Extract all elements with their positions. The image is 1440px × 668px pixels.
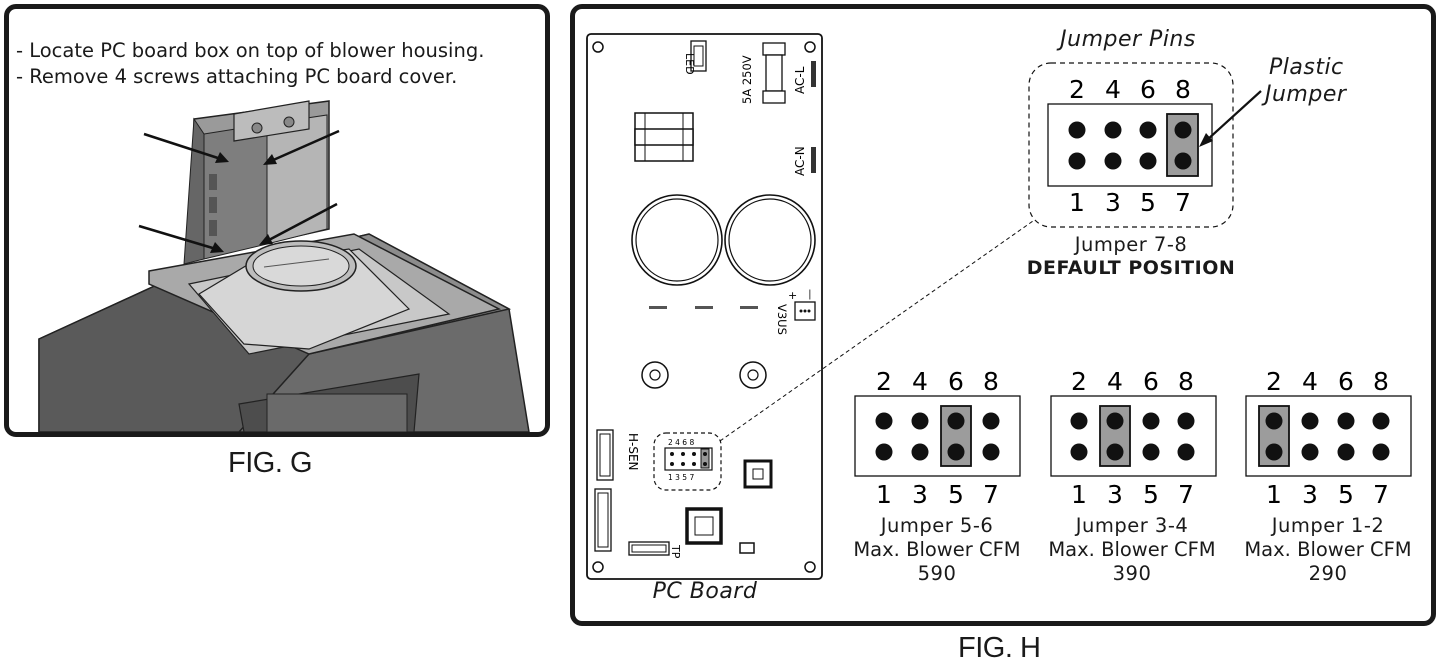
opt2-pin-7: 7 [1178, 480, 1194, 509]
pin-label-4: 4 [1105, 75, 1121, 104]
opt3-pin-8: 8 [1373, 367, 1389, 396]
pin-label-7: 7 [1175, 188, 1191, 217]
opt3-pin-6: 6 [1338, 367, 1354, 396]
option-5-6-cfm-value: 590 [917, 562, 957, 585]
jumper-option-5-6 [854, 395, 1021, 477]
opt3-pin-5: 5 [1338, 480, 1354, 509]
opt1-pin-8: 8 [983, 367, 999, 396]
opt1-pin-6: 6 [948, 367, 964, 396]
plastic-jumper-arrowhead [1199, 133, 1213, 147]
option-3-4-jumper: Jumper 3-4 [1075, 514, 1189, 537]
zoom-connector-line [719, 220, 1034, 442]
jumper-pins-default [1068, 121, 1192, 170]
option-3-4-cfm-value: 390 [1112, 562, 1152, 585]
option-1-2-cfm-value: 290 [1308, 562, 1348, 585]
label-ac-n: AC-N [793, 146, 807, 176]
pin-label-8: 8 [1175, 75, 1191, 104]
plastic-jumper-label-2: Jumper [1265, 82, 1347, 107]
label-fuse: 5A 250V [740, 55, 754, 104]
pc-board [586, 33, 823, 580]
opt1-pin-4: 4 [912, 367, 928, 396]
pc-board-label: PC Board [652, 579, 758, 604]
fig-h-panel: LED 5A 250V AC-L AC-N V3US + — H-SEN TP … [570, 4, 1436, 626]
opt1-pin-1: 1 [876, 480, 892, 509]
jumper-option-3-4 [1050, 395, 1217, 477]
plastic-jumper-label-1: Plastic [1269, 55, 1344, 80]
opt3-pin-7: 7 [1373, 480, 1389, 509]
opt3-pin-3: 3 [1302, 480, 1318, 509]
opt1-pin-3: 3 [912, 480, 928, 509]
label-small-jumper-top: 2 4 6 8 [668, 438, 694, 447]
pin-label-2: 2 [1069, 75, 1085, 104]
opt2-pin-8: 8 [1178, 367, 1194, 396]
opt2-pin-6: 6 [1143, 367, 1159, 396]
option-3-4-max-cfm-label: Max. Blower CFM [1048, 538, 1216, 561]
opt2-pin-5: 5 [1143, 480, 1159, 509]
instruction-line-2: - Remove 4 screws attaching PC board cov… [16, 65, 458, 88]
opt2-pin-2: 2 [1071, 367, 1087, 396]
option-1-2-max-cfm-label: Max. Blower CFM [1244, 538, 1412, 561]
opt2-pin-3: 3 [1107, 480, 1123, 509]
fig-g-caption: FIG. G [228, 447, 313, 479]
label-ac-l: AC-L [793, 66, 807, 94]
label-plus: + [788, 289, 797, 302]
default-jumper-caption: Jumper 7-8 [1074, 233, 1188, 256]
label-minus: — [804, 289, 817, 300]
pin-label-1: 1 [1069, 188, 1085, 217]
plastic-jumper-arrow [1206, 90, 1262, 141]
fig-h-diagram: LED 5A 250V AC-L AC-N V3US + — H-SEN TP … [586, 33, 1412, 580]
opt3-pin-1: 1 [1266, 480, 1282, 509]
pin-label-3: 3 [1105, 188, 1121, 217]
jumper-pins-title: Jumper Pins [1060, 27, 1196, 52]
pin-label-5: 5 [1140, 188, 1156, 217]
default-position-label: DEFAULT POSITION [1026, 257, 1236, 279]
label-led: LED [683, 53, 696, 75]
opt2-pin-1: 1 [1071, 480, 1087, 509]
option-5-6-jumper: Jumper 5-6 [880, 514, 994, 537]
label-h-sen: H-SEN [626, 433, 640, 471]
opt3-pin-4: 4 [1302, 367, 1318, 396]
pin-label-6: 6 [1140, 75, 1156, 104]
option-1-2-jumper: Jumper 1-2 [1271, 514, 1385, 537]
opt1-pin-7: 7 [983, 480, 999, 509]
opt2-pin-4: 4 [1107, 367, 1123, 396]
opt1-pin-5: 5 [948, 480, 964, 509]
label-tp: TP [669, 544, 682, 559]
label-small-jumper-bottom: 1 3 5 7 [668, 473, 694, 482]
blower-housing-illustration [38, 100, 530, 432]
option-5-6-max-cfm-label: Max. Blower CFM [853, 538, 1021, 561]
fig-h-caption: FIG. H [958, 632, 1041, 664]
opt3-pin-2: 2 [1266, 367, 1282, 396]
label-vbus: V3US [775, 304, 789, 335]
jumper-option-1-2 [1245, 395, 1412, 477]
jumper-zoom-dashed-box [1028, 62, 1234, 228]
opt1-pin-2: 2 [876, 367, 892, 396]
fig-g-panel: - Locate PC board box on top of blower h… [4, 4, 550, 437]
instruction-line-1: - Locate PC board box on top of blower h… [16, 39, 485, 62]
